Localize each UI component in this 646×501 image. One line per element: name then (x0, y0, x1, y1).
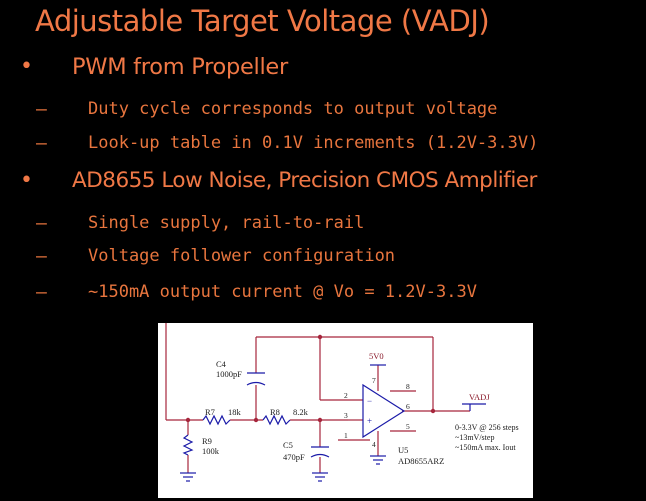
sub-bullet-text: Duty cycle corresponds to output voltage (88, 99, 498, 119)
sub-bullet-marker: – (36, 99, 47, 120)
opamp-u5 (362, 383, 406, 439)
slide-title: Adjustable Target Voltage (VADJ) (35, 4, 490, 38)
pin-1: 1 (344, 431, 348, 440)
pin-8: 8 (406, 382, 410, 391)
note-line-3: ~150mA max. Iout (455, 443, 516, 452)
u5-part: AD8655ARZ (398, 456, 444, 466)
junction-dot (317, 417, 323, 423)
schematic-labels: C4 1000pF R7 18k R8 8.2k R9 100k C5 470p… (202, 351, 519, 466)
bullet-marker: • (20, 168, 33, 193)
junction-dot (185, 417, 191, 423)
pin-3: 3 (344, 411, 348, 420)
junction-dot (430, 408, 436, 414)
capacitor-c5-plate (310, 453, 330, 458)
r7-value: 18k (228, 407, 242, 417)
pin-4: 4 (372, 440, 376, 449)
r9-ref: R9 (202, 436, 212, 446)
u5-ref: U5 (398, 445, 408, 455)
bullet-text: AD8655 Low Noise, Precision CMOS Amplifi… (72, 168, 537, 193)
pin-5: 5 (406, 422, 410, 431)
ground-icon (370, 455, 386, 465)
ground-icon (180, 472, 196, 482)
c5-ref: C5 (283, 440, 293, 450)
ground-symbols (180, 364, 486, 482)
opamp-minus: − (367, 396, 372, 406)
ground-icon (312, 472, 328, 482)
sub-bullet-text: Look-up table in 0.1V increments (1.2V-3… (88, 133, 539, 153)
sub-bullet-1-2: – Look-up table in 0.1V increments (1.2V… (0, 133, 646, 159)
bullet-marker: • (20, 54, 33, 79)
junction-dot (253, 417, 259, 423)
sub-bullet-2-1: – Single supply, rail-to-rail (0, 213, 646, 239)
c4-ref: C4 (216, 359, 227, 369)
c4-value: 1000pF (216, 369, 242, 379)
pin-7: 7 (372, 376, 376, 385)
sub-bullet-text: ~150mA output current @ Vo = 1.2V-3.3V (88, 282, 477, 302)
r9-value: 100k (202, 446, 220, 456)
r8-value: 8.2k (293, 407, 309, 417)
resistor-r9 (182, 434, 194, 456)
bullet-1: • PWM from Propeller (0, 54, 646, 88)
schematic-drawing: C4 1000pF R7 18k R8 8.2k R9 100k C5 470p… (165, 323, 519, 482)
junctions (185, 334, 436, 423)
c5-value: 470pF (283, 452, 305, 462)
schematic-image: C4 1000pF R7 18k R8 8.2k R9 100k C5 470p… (158, 323, 533, 498)
bullet-2: • AD8655 Low Noise, Precision CMOS Ampli… (0, 168, 646, 202)
sub-bullet-text: Single supply, rail-to-rail (88, 213, 365, 233)
supply-label: 5V0 (369, 351, 384, 361)
sub-bullet-2-2: – Voltage follower configuration (0, 246, 646, 272)
components (182, 372, 406, 458)
bullet-text: PWM from Propeller (72, 54, 288, 80)
note-line-2: ~13mV/step (455, 433, 494, 442)
schematic-wires (165, 323, 470, 473)
sub-bullet-2-3: – ~150mA output current @ Vo = 1.2V-3.3V (0, 282, 646, 308)
r7-ref: R7 (205, 407, 215, 417)
sub-bullet-marker: – (36, 246, 47, 267)
sub-bullet-marker: – (36, 213, 47, 234)
net-label-vadj: VADJ (469, 392, 490, 402)
opamp-plus: + (367, 416, 372, 426)
junction-dot (317, 334, 323, 340)
r8-ref: R8 (270, 407, 280, 417)
sub-bullet-1-1: – Duty cycle corresponds to output volta… (0, 99, 646, 125)
sub-bullet-text: Voltage follower configuration (88, 246, 396, 266)
note-line-1: 0-3.3V @ 256 steps (455, 423, 519, 432)
sub-bullet-marker: – (36, 282, 47, 303)
sub-bullet-marker: – (36, 133, 47, 154)
resistor-r7 (202, 414, 231, 426)
capacitor-c4-plate (246, 381, 266, 386)
pin-6: 6 (406, 402, 410, 411)
pin-2: 2 (344, 391, 348, 400)
resistor-r8 (262, 414, 291, 426)
